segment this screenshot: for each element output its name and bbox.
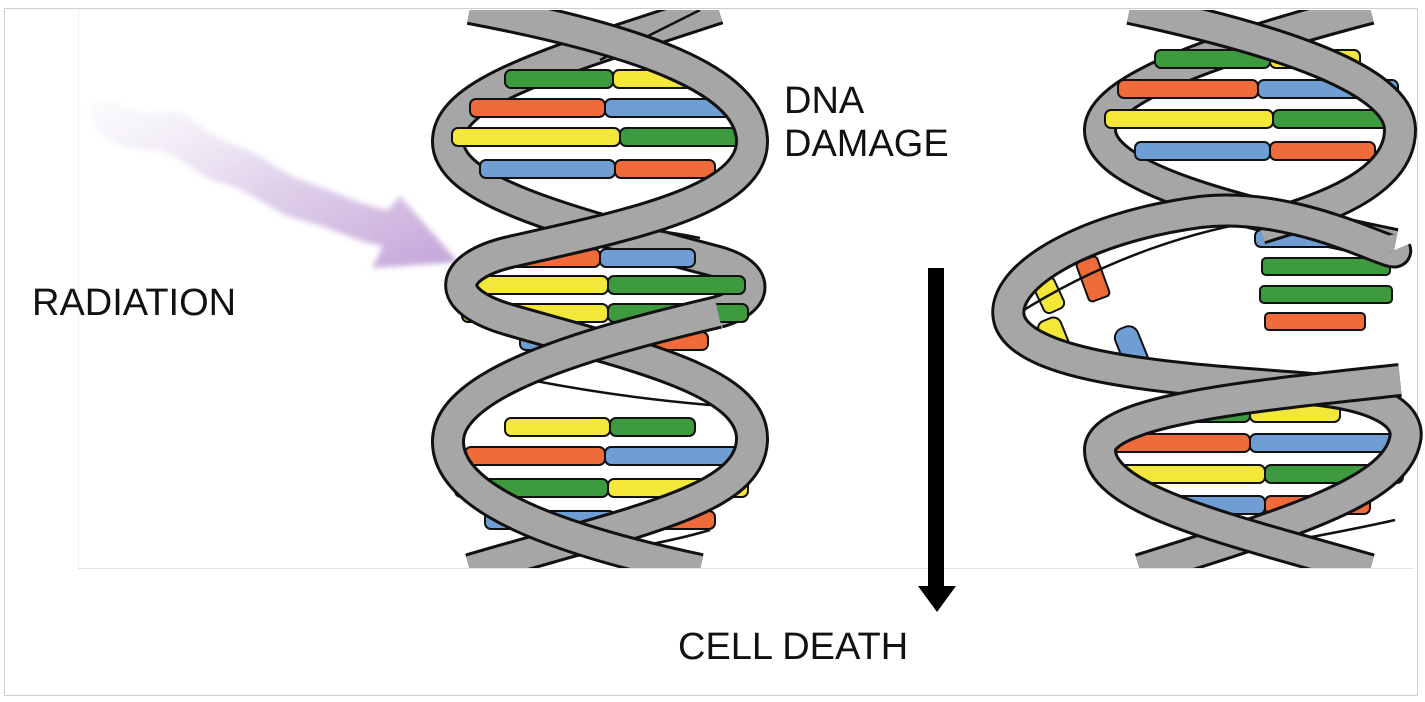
slide-frame <box>4 8 1418 696</box>
base-pairs-left <box>451 69 751 530</box>
dna-damage-label: DNA DAMAGE <box>784 80 949 165</box>
radiation-arrow <box>88 100 458 268</box>
dna-helix-left <box>431 10 769 568</box>
cell-death-arrow <box>918 268 956 612</box>
cell-death-label: CELL DEATH <box>678 626 909 668</box>
image-left-edge <box>78 10 79 568</box>
dna-helix-right <box>991 10 1423 568</box>
dna-damage-line-1: DNA <box>784 80 865 122</box>
dna-damage-line-2: DAMAGE <box>784 122 949 165</box>
image-bottom-edge <box>78 568 1414 569</box>
radiation-label: RADIATION <box>32 282 237 324</box>
